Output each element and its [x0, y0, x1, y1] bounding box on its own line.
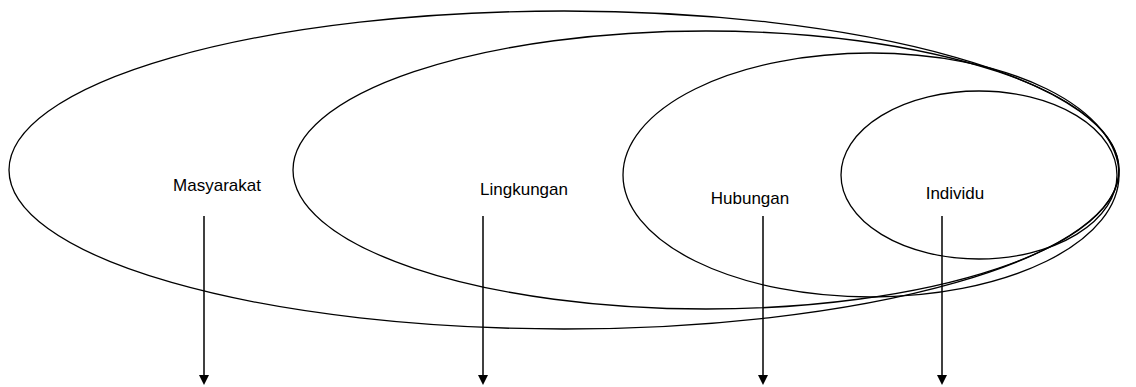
nested-ellipse: Hubungan Individu — [622, 52, 1120, 298]
down-arrow — [941, 216, 943, 376]
arrow-head — [758, 375, 768, 385]
ellipse-outline — [622, 52, 1120, 298]
arrow-head — [199, 375, 209, 385]
nested-ellipse: Masyarakat Lingkungan Hubungan Individu — [8, 10, 1120, 330]
nested-ellipse: Lingkungan Hubungan Individu — [292, 30, 1120, 310]
level-label: Masyarakat — [173, 176, 261, 196]
down-arrow — [203, 216, 205, 376]
down-arrow — [762, 216, 764, 376]
ellipse-shape — [293, 31, 1119, 309]
down-arrow — [482, 216, 484, 376]
arrow-head — [478, 375, 488, 385]
ellipse-outline — [292, 30, 1120, 310]
nested-ellipse: Individu — [840, 90, 1118, 260]
ellipse-shape — [841, 91, 1117, 259]
ellipse-outline — [840, 90, 1118, 260]
level-label: Individu — [926, 184, 985, 204]
ellipse-shape — [623, 53, 1119, 297]
level-label: Hubungan — [711, 189, 789, 209]
arrow-head — [937, 375, 947, 385]
level-label: Lingkungan — [480, 180, 568, 200]
ellipse-shape — [9, 11, 1119, 329]
